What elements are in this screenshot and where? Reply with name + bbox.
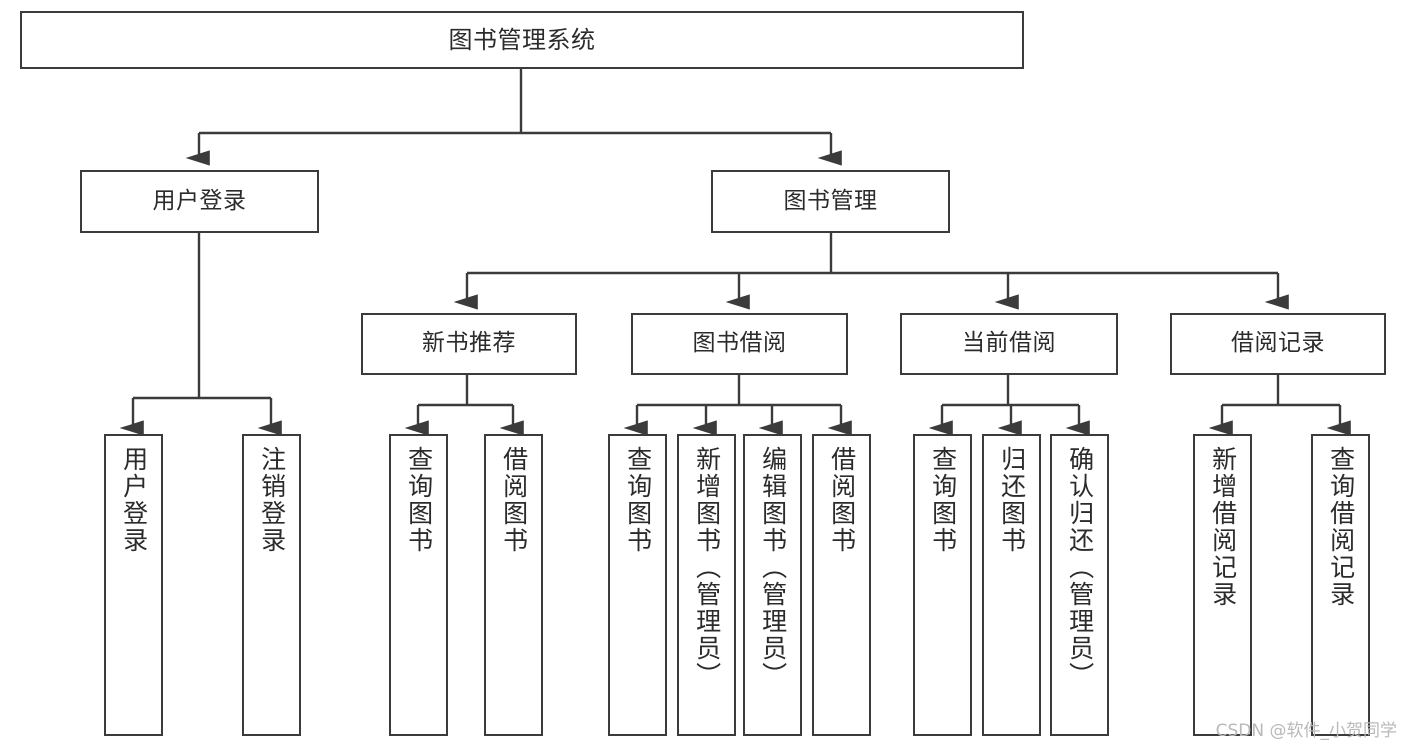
- leaf-book-borrow-borrow-label: 借阅图书: [827, 446, 857, 554]
- leaf-current-borrow-query[interactable]: 查询图书: [913, 434, 972, 736]
- node-book-borrow-label: 图书借阅: [692, 330, 787, 357]
- leaf-current-borrow-query-label: 查询图书: [928, 446, 958, 554]
- node-user-login-label: 用户登录: [152, 187, 247, 214]
- leaf-user-login-login-label: 用户登录: [119, 446, 149, 554]
- leaf-current-borrow-confirm[interactable]: 确认归还（管理员）: [1050, 434, 1109, 736]
- leaf-borrow-record-add[interactable]: 新增借阅记录: [1193, 434, 1252, 736]
- leaf-borrow-record-query-label: 查询借阅记录: [1326, 446, 1356, 608]
- leaf-user-login-logout[interactable]: 注销登录: [242, 434, 301, 736]
- leaf-book-borrow-edit[interactable]: 编辑图书（管理员）: [743, 434, 802, 736]
- node-book-management-label: 图书管理: [783, 187, 878, 214]
- leaf-new-book-borrow-label: 借阅图书: [499, 446, 529, 554]
- leaf-new-book-query[interactable]: 查询图书: [389, 434, 448, 736]
- node-user-login[interactable]: 用户登录: [80, 170, 319, 233]
- node-new-book-recommend-label: 新书推荐: [422, 330, 516, 357]
- node-book-management[interactable]: 图书管理: [711, 170, 950, 233]
- leaf-new-book-borrow[interactable]: 借阅图书: [484, 434, 543, 736]
- node-borrow-record-label: 借阅记录: [1231, 330, 1325, 357]
- node-current-borrow[interactable]: 当前借阅: [900, 313, 1118, 375]
- leaf-book-borrow-borrow[interactable]: 借阅图书: [812, 434, 871, 736]
- leaf-borrow-record-query[interactable]: 查询借阅记录: [1311, 434, 1370, 736]
- leaf-current-borrow-return-label: 归还图书: [997, 446, 1027, 554]
- leaf-user-login-login[interactable]: 用户登录: [104, 434, 163, 736]
- leaf-book-borrow-query[interactable]: 查询图书: [608, 434, 667, 736]
- node-root[interactable]: 图书管理系统: [20, 11, 1024, 69]
- leaf-book-borrow-add-label: 新增图书（管理员）: [692, 446, 722, 689]
- leaf-current-borrow-return[interactable]: 归还图书: [982, 434, 1041, 736]
- leaf-borrow-record-add-label: 新增借阅记录: [1208, 446, 1238, 608]
- leaf-new-book-query-label: 查询图书: [404, 446, 434, 554]
- node-borrow-record[interactable]: 借阅记录: [1170, 313, 1386, 375]
- node-current-borrow-label: 当前借阅: [962, 330, 1056, 357]
- leaf-book-borrow-edit-label: 编辑图书（管理员）: [758, 446, 788, 689]
- csdn-watermark: CSDN @软件_小贺同学: [1215, 721, 1397, 741]
- node-root-label: 图书管理系统: [448, 25, 596, 54]
- node-book-borrow[interactable]: 图书借阅: [631, 313, 848, 375]
- node-new-book-recommend[interactable]: 新书推荐: [361, 313, 577, 375]
- leaf-user-login-logout-label: 注销登录: [257, 446, 287, 554]
- leaf-current-borrow-confirm-label: 确认归还（管理员）: [1065, 446, 1095, 689]
- leaf-book-borrow-query-label: 查询图书: [623, 446, 653, 554]
- leaf-book-borrow-add[interactable]: 新增图书（管理员）: [677, 434, 736, 736]
